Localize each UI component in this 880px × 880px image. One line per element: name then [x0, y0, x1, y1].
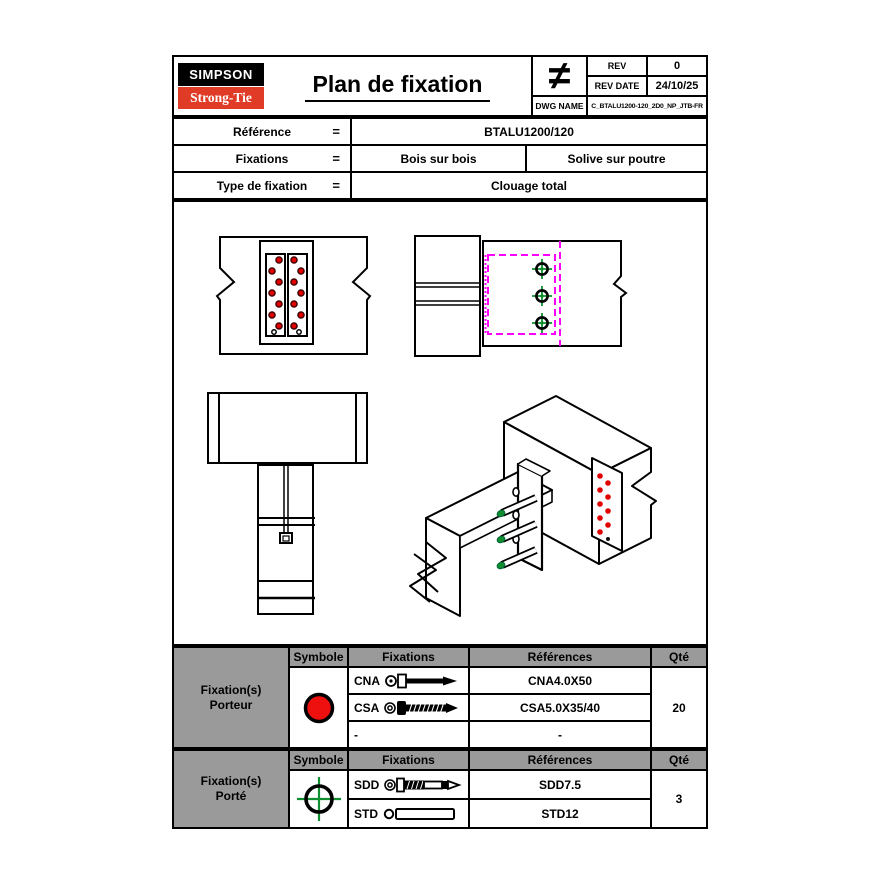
drawing-sheet: SIMPSON Strong-Tie Plan de fixation ≠ RE… — [172, 55, 708, 829]
not-equal-icon: ≠ — [533, 56, 586, 96]
reference-value: BTALU1200/120 — [352, 119, 706, 144]
type-fixation-value: Clouage total — [352, 173, 706, 198]
col-header-references: Références — [470, 751, 650, 769]
side-view-drawing — [414, 235, 628, 357]
side-view-screw-symbols — [532, 259, 552, 333]
equals-sign: = — [332, 178, 340, 193]
isometric-nail-holes — [597, 473, 611, 541]
fixation-code: - — [354, 727, 358, 742]
porteur-qty-value: 20 — [652, 668, 706, 747]
isometric-screws — [496, 494, 538, 570]
reference-sdd: SDD7.5 — [470, 771, 650, 798]
fixation-code: CNA — [354, 673, 380, 688]
crosshair-symbol — [296, 777, 341, 821]
col-header-symbole: Symbole — [290, 648, 347, 666]
top-view-drawing — [207, 392, 368, 615]
logo-simpson: SIMPSON — [178, 63, 264, 86]
page-title: Plan de fixation — [304, 71, 491, 102]
fixation-code: SDD — [354, 777, 380, 792]
equals-sign: = — [332, 151, 340, 166]
porteur-title-line2: Porteur — [209, 697, 253, 712]
porte-title-line2: Porté — [215, 789, 247, 803]
red-circle-symbol — [303, 692, 334, 723]
col-header-symbole: Symbole — [290, 751, 347, 769]
csa-screw-icon — [384, 700, 459, 715]
cna-nail-icon — [385, 673, 457, 688]
porteur-symbol-cell — [290, 668, 347, 747]
front-view-nail-holes — [268, 256, 305, 335]
porte-fixings-table: Fixation(s) Porté Symbole Fixations Réfé… — [172, 749, 708, 829]
drawing-views-area — [172, 200, 708, 646]
reference-std: STD12 — [470, 800, 650, 827]
info-table: Référence = BTALU1200/120 Fixations = Bo… — [172, 117, 708, 200]
std-dowel-icon — [383, 807, 455, 820]
porte-title-cell: Fixation(s) Porté — [174, 751, 288, 827]
fixations-label-cell: Fixations = — [174, 146, 350, 171]
fixation-row-csa: CSA — [349, 695, 468, 720]
col-header-references: Références — [470, 648, 650, 666]
col-header-qty: Qté — [652, 648, 706, 666]
fixations-value-right: Solive sur poutre — [527, 146, 706, 171]
simpson-strongtie-logo: SIMPSON Strong-Tie — [174, 57, 264, 115]
fixation-code: CSA — [354, 700, 380, 715]
fixations-value-left: Bois sur bois — [352, 146, 525, 171]
col-header-fixations: Fixations — [349, 648, 468, 666]
revision-block: ≠ REV 0 REV DATE 24/10/25 DWG NAME C_BTA… — [531, 56, 706, 115]
porteur-fixings-table: Fixation(s) Porteur Symbole Fixations Ré… — [172, 646, 708, 749]
type-fixation-label-cell: Type de fixation = — [174, 173, 350, 198]
rev-date-value: 24/10/25 — [648, 77, 706, 95]
fixation-code: STD — [354, 806, 378, 821]
fixation-row-sdd: SDD — [349, 771, 468, 798]
porteur-title-cell: Fixation(s) Porteur — [174, 648, 288, 747]
technical-drawings — [207, 235, 657, 617]
col-header-qty: Qté — [652, 751, 706, 769]
porte-qty-value: 3 — [652, 771, 706, 827]
type-fixation-label: Type de fixation — [216, 178, 308, 193]
reference-label: Référence — [232, 124, 292, 139]
fixations-label: Fixations — [235, 151, 289, 166]
reference-label-cell: Référence = — [174, 119, 350, 144]
porte-title-line1: Fixation(s) — [200, 774, 262, 788]
reference-cna: CNA4.0X50 — [470, 668, 650, 693]
logo-strongtie: Strong-Tie — [178, 87, 264, 109]
dwg-name-value: C_BTALU1200-120_2D0_NP_JTB-FR — [588, 97, 706, 115]
dwg-name-label: DWG NAME — [533, 97, 586, 115]
side-view-bracket-hidden-outline — [484, 241, 561, 346]
reference-csa: CSA5.0X35/40 — [470, 695, 650, 720]
fixation-row-std: STD — [349, 800, 468, 827]
col-header-fixations: Fixations — [349, 751, 468, 769]
sdd-screw-icon — [384, 777, 462, 792]
rev-date-label: REV DATE — [588, 77, 646, 95]
equals-sign: = — [332, 124, 340, 139]
fixation-row-cna: CNA — [349, 668, 468, 693]
rev-label: REV — [588, 57, 646, 75]
isometric-view-drawing — [409, 395, 657, 617]
rev-value: 0 — [648, 57, 706, 75]
porteur-title-line1: Fixation(s) — [200, 682, 262, 697]
porte-symbol-cell — [290, 771, 347, 827]
fixation-row-dash: - — [349, 722, 468, 747]
front-view-drawing — [215, 236, 372, 355]
title-block: SIMPSON Strong-Tie Plan de fixation ≠ RE… — [172, 55, 708, 117]
reference-dash: - — [470, 722, 650, 747]
